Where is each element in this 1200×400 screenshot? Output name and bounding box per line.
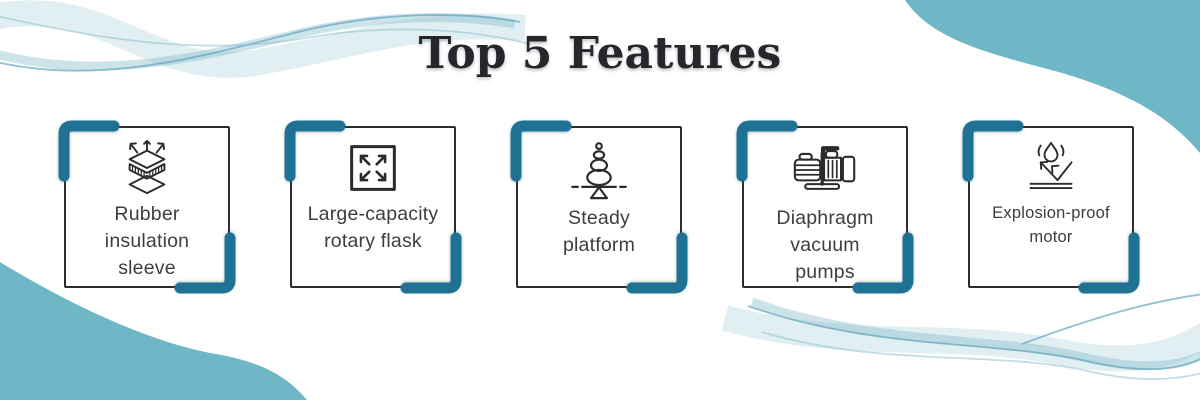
feature-icon-slot <box>1023 137 1079 199</box>
splash-proof-icon <box>1029 141 1073 189</box>
feature-label-line: sleeve <box>118 257 176 279</box>
page-title: Top 5 Features <box>418 28 782 79</box>
feature-label-line: Diaphragm <box>776 207 874 229</box>
corner-accent-top-left-icon <box>962 120 1024 182</box>
feature-label: Explosion-proof motor <box>992 201 1110 249</box>
feature-label-line: Explosion-proof <box>992 204 1110 222</box>
feature-label: Large-capacity rotary flask <box>308 201 439 255</box>
vacuum-pump-icon <box>793 146 856 190</box>
feature-card-rubber-insulation-sleeve: Rubber insulation sleeve <box>58 120 236 294</box>
feature-card-large-capacity-rotary-flask: Large-capacity rotary flask <box>284 120 462 294</box>
feature-label-line: rotary flask <box>324 230 422 252</box>
bottom-right-wave <box>721 293 1200 380</box>
expand-arrows-icon <box>350 145 396 191</box>
feature-card-diaphragm-vacuum-pumps: Diaphragm vacuum pumps <box>736 120 914 294</box>
feature-label-line: Large-capacity <box>307 203 439 225</box>
feature-icon-slot <box>792 137 858 203</box>
insulation-layers-icon <box>128 139 166 195</box>
corner-accent-bottom-right-icon <box>626 232 688 294</box>
bottom-left-blob <box>0 262 307 400</box>
feature-icon-slot <box>569 137 629 203</box>
corner-accent-top-left-icon <box>510 120 572 182</box>
corner-accent-bottom-right-icon <box>174 232 236 294</box>
top-right-blob <box>905 0 1200 153</box>
feature-icon-slot <box>118 137 176 199</box>
feature-icon-slot <box>347 137 399 199</box>
feature-label-line: platform <box>562 234 636 256</box>
balanced-stones-icon <box>571 142 627 200</box>
top-left-wave <box>0 0 531 78</box>
feature-label-line: insulation <box>104 230 190 252</box>
feature-label-line: pumps <box>795 261 855 283</box>
corner-accent-bottom-right-icon <box>852 232 914 294</box>
feature-card-explosion-proof-motor: Explosion-proof motor <box>962 120 1140 294</box>
feature-label-line: motor <box>1029 228 1073 246</box>
corner-accent-bottom-right-icon <box>1078 232 1140 294</box>
corner-accent-top-left-icon <box>58 120 120 182</box>
feature-card-steady-platform: Steady platform <box>510 120 688 294</box>
features-row: Rubber insulation sleeve Large-capacity rot… <box>58 120 1140 294</box>
feature-label-line: vacuum <box>790 234 860 256</box>
corner-accent-top-left-icon <box>284 120 346 182</box>
feature-label: Rubber insulation sleeve <box>105 201 189 282</box>
feature-label: Steady platform <box>563 205 635 259</box>
feature-label: Diaphragm vacuum pumps <box>776 205 873 286</box>
corner-accent-top-left-icon <box>736 120 798 182</box>
corner-accent-bottom-right-icon <box>400 232 462 294</box>
feature-label-line: Steady <box>568 207 630 229</box>
feature-label-line: Rubber <box>114 203 180 225</box>
